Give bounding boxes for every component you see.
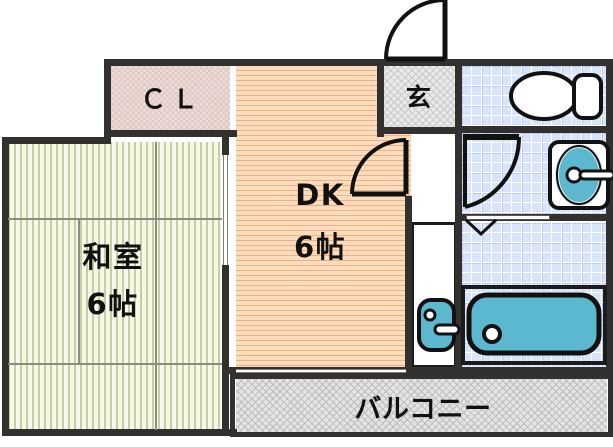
wall-cl-bottom — [104, 130, 237, 137]
wall-top — [104, 59, 613, 66]
wall-washitsu-bottom — [2, 429, 237, 436]
toilet-fixture — [509, 71, 603, 121]
balcony-outline — [230, 374, 613, 437]
room-washitsu — [8, 142, 221, 430]
sliding-door-balcony[interactable] — [236, 369, 406, 373]
wall-toilet-washroom — [455, 126, 613, 133]
sliding-door-washitsu-dk[interactable] — [223, 155, 228, 265]
genkan-dk-door[interactable] — [350, 138, 409, 197]
wall-bath-left — [455, 126, 462, 374]
wall-left-outer — [2, 137, 9, 436]
tatami-seam-h1 — [8, 218, 222, 220]
washroom-door[interactable] — [463, 133, 523, 211]
room-closet — [110, 65, 230, 130]
wall-washitsu-dk-lower — [222, 265, 229, 436]
washitsu-name-label: 和室 — [82, 240, 144, 274]
room-balcony — [236, 378, 607, 433]
wall-genkan-bottom — [377, 127, 461, 134]
tatami-seam-h2 — [8, 363, 222, 365]
dk-size-label: 6帖 — [293, 230, 347, 264]
wall-dk-right-lower — [405, 196, 412, 374]
bathtub-fixture — [466, 292, 602, 356]
tatami-seam-v2 — [78, 219, 80, 364]
bath-window — [466, 215, 550, 220]
washbasin-fixture — [548, 140, 613, 210]
room-genkan — [383, 65, 455, 127]
wall-washitsu-top — [2, 137, 111, 144]
wall-bath-bottom — [405, 367, 613, 374]
washitsu-size-label: 6帖 — [86, 287, 139, 321]
wall-genkan-toilet — [455, 59, 462, 134]
balcony-label: バルコニー — [354, 393, 492, 425]
genkan-label: 玄 — [405, 83, 433, 112]
entrance-door[interactable] — [384, 0, 448, 62]
wall-dk-right-upper — [377, 59, 384, 137]
dk-name-label: DK — [295, 178, 345, 212]
bathtub-surround — [461, 285, 607, 365]
kitchen-sink-fixture — [417, 298, 461, 352]
closet-label: ＣＬ — [140, 84, 204, 115]
bath-vent-icon — [464, 218, 498, 237]
tatami-seam-v1 — [155, 142, 157, 430]
wall-right-outer — [606, 59, 613, 374]
wall-washitsu-dk-upper — [222, 137, 229, 155]
wall-cl-left — [104, 59, 111, 137]
